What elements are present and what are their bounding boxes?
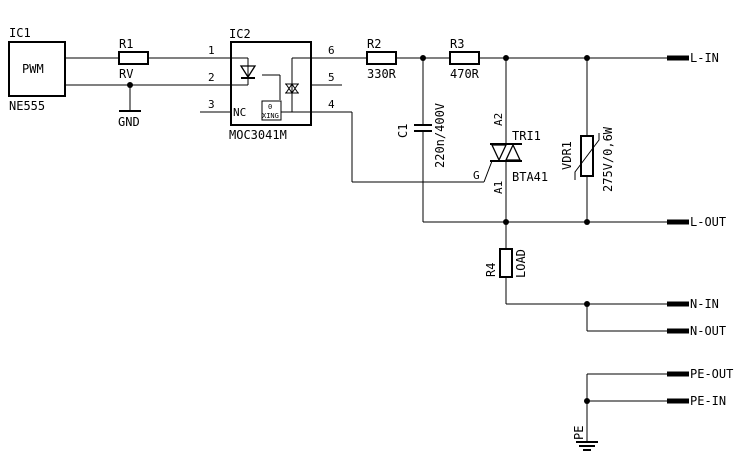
tri1-a2-label: A2 [492,113,505,126]
tri1-triac: TRI1 BTA41 A2 A1 G [473,58,548,222]
r1-ref: R1 [119,37,133,51]
ic2-ref: IC2 [229,27,251,41]
ic2-output: 0 XING [261,57,311,121]
vdr1-varistor: VDR1 275V/0,6W [560,58,615,222]
ic2-pin1-num: 1 [208,44,215,57]
terminal-n-out-label: N-OUT [690,324,726,338]
ic1-ref: IC1 [9,26,31,40]
tri1-ref: TRI1 [512,129,541,143]
terminal-pe-out-label: PE-OUT [690,367,733,381]
ic2-zc-top: 0 [268,103,272,111]
c1-value: 220n/400V [433,103,447,168]
ic2-nc-label: NC [233,106,246,119]
c1-capacitor: C1 220n/400V [396,58,447,222]
terminal-pe-in: PE-IN [667,394,726,408]
tri1-triangle-right [504,143,522,161]
r1-body [118,51,149,65]
terminal-pe-in-label: PE-IN [690,394,726,408]
junction-vdr-bottom [584,219,590,225]
ic2-zero-cross-box [261,100,282,121]
vdr1-value: 275V/0,6W [601,126,615,192]
ic2-led-triangle [239,65,257,79]
ic2-zc-bottom: XING [262,112,279,120]
ic1-body-label: PWM [22,62,44,76]
r4-value: LOAD [514,249,528,278]
r2-value: 330R [367,67,397,81]
terminal-l-out: L-OUT [667,215,726,229]
ic2-pin2-num: 2 [208,71,215,84]
ic1-value: NE555 [9,99,45,113]
pe-ground-symbol: PE [572,426,598,451]
r3-resistor: R3 470R [449,37,480,81]
vdr1-ref: VDR1 [560,141,574,170]
ic2-pin3-num: 3 [208,98,215,111]
ic2-pin5-num: 5 [328,71,335,84]
gnd-symbol: GND [118,110,141,129]
r3-body [449,51,480,65]
r2-body [366,51,397,65]
terminal-n-in-label: N-IN [690,297,719,311]
terminal-l-out-label: L-OUT [690,215,726,229]
pe-label: PE [572,426,586,440]
r1-value: RV [119,67,133,81]
r3-ref: R3 [450,37,464,51]
vdr1-diagonal [574,133,600,180]
c1-ref: C1 [396,124,410,138]
r4-load: R4 LOAD [484,222,528,304]
ic1-ne555: IC1 PWM NE555 [8,26,66,113]
gnd-label: GND [118,115,140,129]
ic2-optocoupler: IC2 MOC3041M 1 2 3 NC 6 5 4 [200,27,352,142]
terminal-l-in: L-IN [667,51,719,65]
r4-ref: R4 [484,263,498,277]
tri1-gate-lead [483,160,493,183]
terminal-l-in-label: L-IN [690,51,719,65]
terminal-n-out: N-OUT [667,324,726,338]
terminal-pe-out: PE-OUT [667,367,733,381]
ic2-value: MOC3041M [229,128,287,142]
tri1-value: BTA41 [512,170,548,184]
tri1-triangle-left [490,144,508,162]
ic1-body [8,41,66,97]
r4-body [499,248,513,278]
r3-value: 470R [450,67,480,81]
ic2-pin6-num: 6 [328,44,335,57]
junction-pe [584,398,590,404]
r2-resistor: R2 330R [366,37,397,81]
ic2-led [231,57,257,86]
ic2-pin4-num: 4 [328,98,335,111]
r2-ref: R2 [367,37,381,51]
tri1-g-label: G [473,169,480,182]
tri1-a1-label: A1 [492,181,505,194]
terminal-n-in: N-IN [667,297,719,311]
ic2-body [230,41,312,126]
r1-resistor: R1 RV [118,37,149,81]
